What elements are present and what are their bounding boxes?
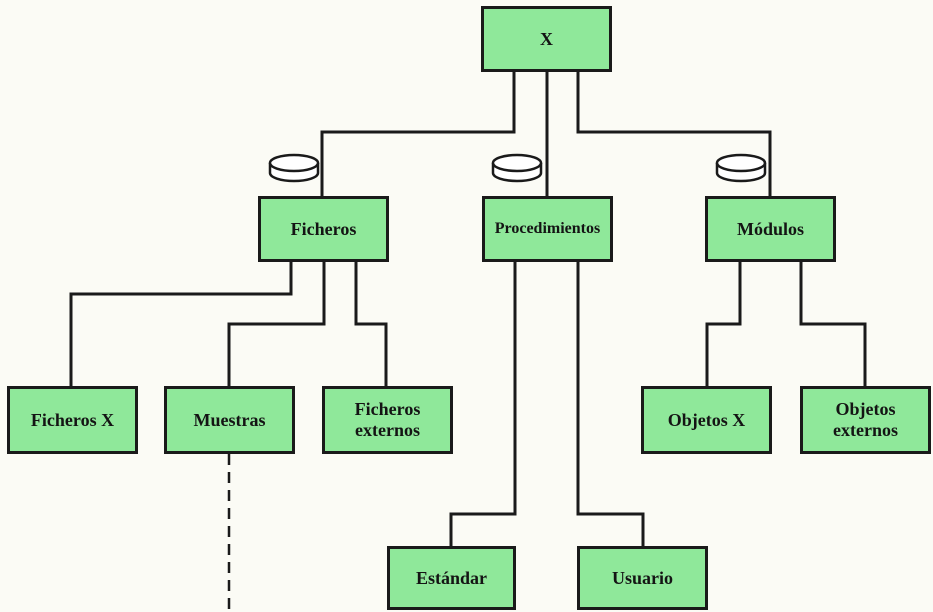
node-root: X <box>481 6 612 72</box>
edge-ficheros-externos <box>354 262 388 386</box>
node-label: Objetos X <box>667 409 746 430</box>
node-label: Procedimientos <box>494 219 601 237</box>
node-label: Estándar <box>415 567 487 588</box>
edge-modulos-objetosx <box>705 262 742 386</box>
node-label: Ficheros X <box>30 409 115 430</box>
edge-ficheros-ficherosx <box>69 262 293 386</box>
node-label: Ficheros externos <box>354 399 421 440</box>
edge-root-modulos <box>576 72 772 196</box>
node-objetos-externos: Objetos externos <box>800 386 931 454</box>
node-modulos: Módulos <box>705 196 836 262</box>
edge-proc-estandar <box>449 262 517 546</box>
edge-root-ficheros <box>320 72 516 196</box>
edge-ficheros-muestras <box>227 262 326 386</box>
node-label: Módulos <box>736 218 805 239</box>
edge-proc-usuario <box>576 262 645 546</box>
disk-icon <box>268 153 320 183</box>
node-usuario: Usuario <box>577 546 708 610</box>
node-label: X <box>540 28 553 49</box>
disk-icon <box>715 153 767 183</box>
node-label: Ficheros <box>290 218 357 239</box>
node-ficheros: Ficheros <box>258 196 389 262</box>
node-label: Usuario <box>611 567 673 588</box>
node-label: Muestras <box>193 409 266 430</box>
disk-icon <box>491 153 543 183</box>
node-objetos-x: Objetos X <box>641 386 772 454</box>
node-label: Objetos externos <box>833 399 898 440</box>
edge-modulos-externos <box>799 262 867 386</box>
node-muestras: Muestras <box>164 386 295 454</box>
node-estandar: Estándar <box>387 546 516 610</box>
node-ficheros-x: Ficheros X <box>7 386 138 454</box>
node-ficheros-externos: Ficheros externos <box>322 386 453 454</box>
node-procedimientos: Procedimientos <box>482 196 613 262</box>
